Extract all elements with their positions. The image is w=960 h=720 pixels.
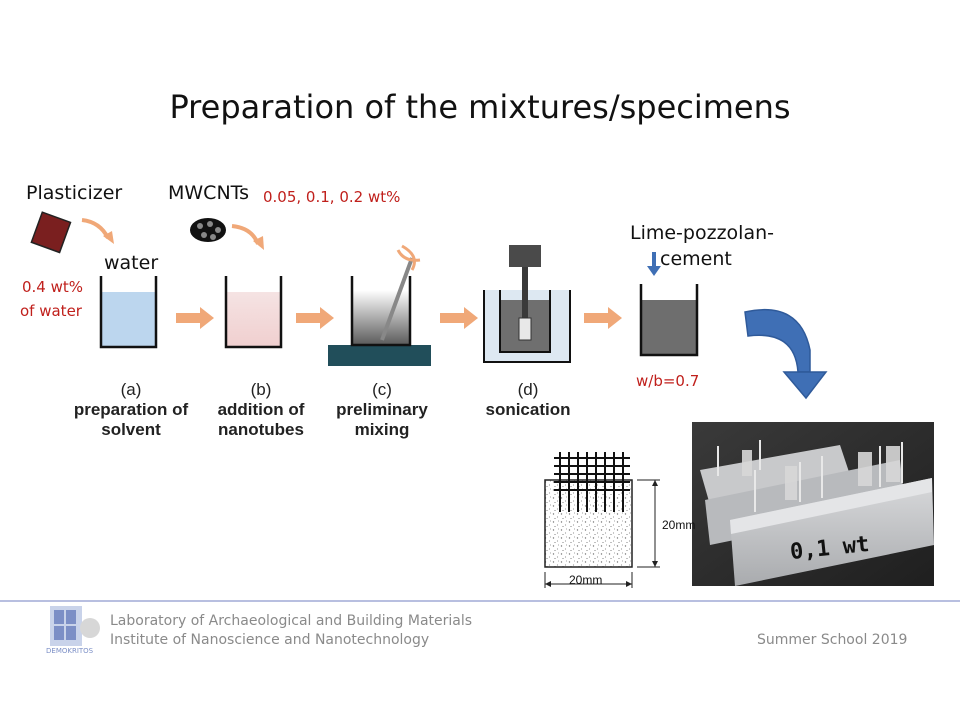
wb-ratio-label: w/b=0.7 (636, 372, 700, 390)
big-curved-arrow-icon (744, 308, 828, 400)
footer-lab: Laboratory of Archaeological and Buildin… (110, 613, 473, 629)
lime-label-line2: cement (660, 248, 732, 270)
step-line2: solvent (101, 420, 161, 439)
mesh-grid-icon (554, 452, 630, 512)
footer-institute: Institute of Nanoscience and Nanotechnol… (110, 632, 430, 648)
step-c-caption: (c) preliminary mixing (322, 380, 442, 440)
water-pct-line2: of water (20, 302, 82, 320)
mwcnt-concentration: 0.05, 0.1, 0.2 wt% (263, 188, 401, 206)
step-d-caption: (d) sonication (468, 380, 588, 420)
footer-divider (0, 600, 960, 602)
step-tag: (d) (517, 380, 539, 399)
beaker-c-icon (328, 244, 431, 366)
beaker-a-icon (99, 276, 158, 349)
water-pct-line1: 0.4 wt% (22, 278, 84, 296)
step-tag: (a) (120, 380, 142, 399)
logo-caption: DEMOKRITOS (46, 647, 94, 655)
step-line1: sonication (485, 400, 571, 419)
step-b-caption: (b) addition of nanotubes (196, 380, 326, 440)
plasticizer-beaker-icon (30, 211, 72, 254)
step-line1: preparation of (73, 400, 189, 419)
page-title: Preparation of the mixtures/specimens (169, 88, 791, 126)
demokritos-logo-icon (50, 606, 100, 646)
beaker-b-icon (224, 276, 283, 349)
footer-event: Summer School 2019 (757, 632, 908, 648)
curved-arrow-icon (81, 218, 110, 239)
lime-label-line1: Lime-pozzolan- (630, 222, 774, 244)
plasticizer-label: Plasticizer (26, 182, 123, 204)
step-a-caption: (a) preparation of solvent (56, 380, 206, 440)
arrow-c-d-icon (440, 307, 478, 329)
sonicator-icon (483, 245, 571, 363)
mwcnts-label: MWCNTs (168, 182, 250, 204)
step-tag: (b) (250, 380, 272, 399)
step-line2: nanotubes (218, 420, 304, 439)
mwcnt-particles-icon (190, 218, 226, 242)
step-line2: mixing (354, 420, 410, 439)
arrow-a-b-icon (176, 307, 214, 329)
specimen-schematic (544, 452, 660, 588)
arrow-b-c-icon (296, 307, 334, 329)
water-label: water (104, 252, 159, 274)
step-line1: addition of (217, 400, 305, 419)
height-dimension: 20mm (662, 518, 696, 532)
step-tag: (c) (372, 380, 392, 399)
arrow-d-e-icon (584, 307, 622, 329)
beaker-lime-icon (639, 252, 699, 357)
process-diagram (30, 211, 934, 588)
step-line1: preliminary (336, 400, 428, 419)
specimens-photo (692, 422, 934, 586)
width-dimension: 20mm (569, 573, 603, 587)
